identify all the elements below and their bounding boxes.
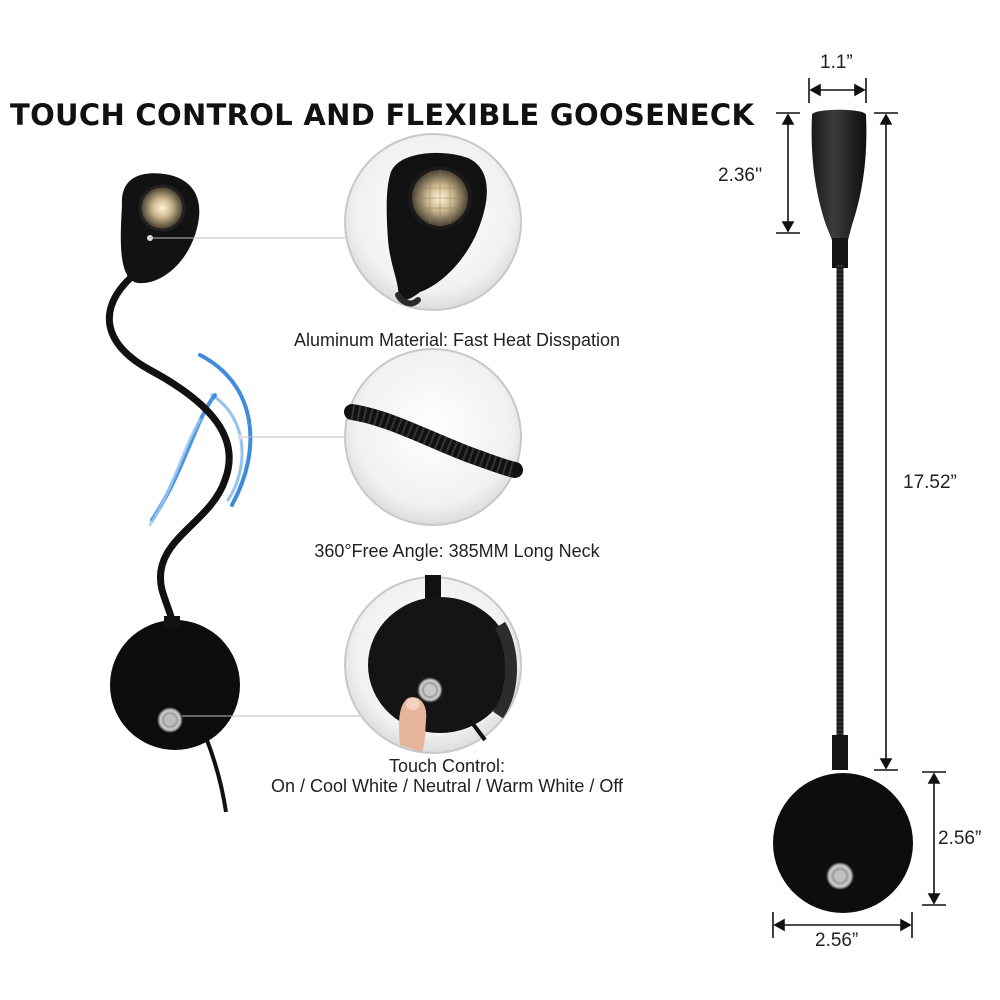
dimension-lines: [772, 78, 946, 938]
caption-neck: 360°Free Angle: 385MM Long Neck: [314, 541, 600, 561]
base-plate: [110, 620, 240, 750]
dim-base-width: 2.56”: [815, 930, 859, 951]
motion-arc: [198, 353, 253, 507]
detail-neck: [344, 348, 523, 526]
lamp-left: [105, 173, 253, 813]
motion-arc: [148, 418, 202, 527]
motion-arc: [210, 393, 244, 502]
caption-control-modes: On / Cool White / Neutral / Warm White /…: [270, 776, 624, 796]
caption-head-material: Aluminum Material: Fast Heat Disspation: [293, 330, 621, 350]
dim-head-width: 1.1”: [820, 52, 853, 73]
right-base-plate: [773, 773, 913, 913]
lens: [140, 186, 184, 230]
right-lamp-head: [811, 109, 867, 240]
lamp-right: [773, 109, 913, 913]
dim-head-height: 2.36'': [718, 165, 763, 186]
power-cord: [203, 734, 228, 813]
detail-control: [344, 575, 522, 754]
detail-head: [344, 133, 522, 311]
dim-neck-length: 17.52”: [903, 472, 957, 493]
page-title: TOUCH CONTROL AND FLEXIBLE GOOSENECK: [10, 98, 755, 132]
finger: [398, 697, 427, 752]
gooseneck: [105, 266, 233, 629]
caption-control-title: Touch Control:: [388, 756, 506, 776]
dim-base-height: 2.56”: [938, 828, 982, 849]
